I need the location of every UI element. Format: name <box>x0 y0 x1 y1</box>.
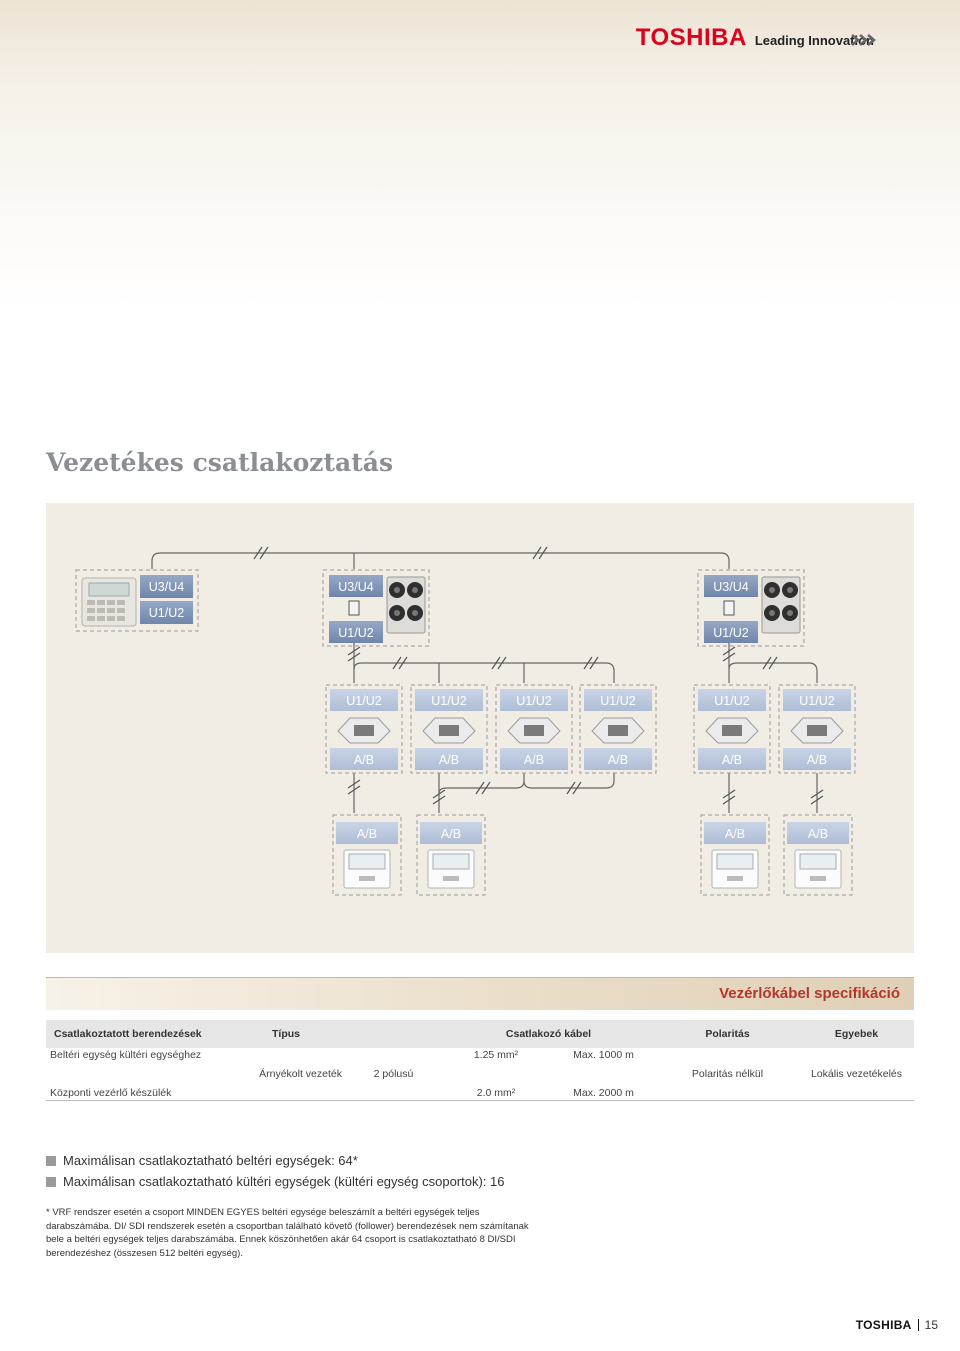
col-header-devices: Csatlakoztatott berendezések <box>46 1020 226 1048</box>
indoor-label-top: U1/U2 <box>431 694 466 708</box>
device-central-controller: Központi vezérlő készülék <box>50 1087 225 1099</box>
footer-logo: TOSHIBA <box>856 1318 912 1332</box>
remote-label: A/B <box>441 827 461 841</box>
bullet-text: Maximálisan csatlakoztatható beltéri egy… <box>63 1153 358 1168</box>
spec-table: Csatlakoztatott berendezések Típus Csatl… <box>46 1020 914 1101</box>
indoor-label-bottom: A/B <box>524 753 544 767</box>
col-header-other: Egyebek <box>799 1020 914 1048</box>
bullet-text: Maximálisan csatlakoztatható kültéri egy… <box>63 1174 505 1189</box>
max-length-1: Max. 1000 m <box>552 1049 655 1061</box>
brand-header: TOSHIBA Leading Innovation <box>636 24 874 52</box>
indoor-label-bottom: A/B <box>722 753 742 767</box>
remote-controller: A/B <box>784 815 852 895</box>
indoor-label-bottom: A/B <box>354 753 374 767</box>
remote-label: A/B <box>725 827 745 841</box>
controller-label-u1u2: U1/U2 <box>149 606 184 620</box>
outdoor-unit: U3/U4 U1/U2 <box>323 570 429 646</box>
bullet-item: Maximálisan csatlakoztatható kültéri egy… <box>46 1171 505 1192</box>
remote-controller: A/B <box>417 815 485 895</box>
bullet-square-icon <box>46 1156 56 1166</box>
remote-label: A/B <box>357 827 377 841</box>
outdoor-unit: U3/U4 U1/U2 <box>698 570 804 646</box>
spec-title: Vezérlőkábel specifikáció <box>719 985 900 1002</box>
indoor-label-top: U1/U2 <box>600 694 635 708</box>
footnote: * VRF rendszer esetén a csoport MINDEN E… <box>46 1206 536 1260</box>
spec-header-row: Csatlakoztatott berendezések Típus Csatl… <box>46 1020 914 1048</box>
chevron-arrows-icon <box>850 33 876 47</box>
toshiba-logo: TOSHIBA <box>636 24 747 52</box>
cross-section-2: 2.0 mm² <box>442 1087 550 1099</box>
indoor-unit: U1/U2 A/B <box>694 685 770 773</box>
page-number: 15 <box>925 1318 938 1332</box>
col-header-polarity: Polaritás <box>656 1020 799 1048</box>
device-outdoor-indoor: Beltéri egység kültéri egységhez <box>50 1049 225 1061</box>
header-band <box>0 0 960 360</box>
outdoor-label-bottom: U1/U2 <box>713 626 748 640</box>
controller-label-u3u4: U3/U4 <box>149 580 184 594</box>
central-controller: U3/U4 U1/U2 <box>76 570 198 631</box>
indoor-unit: U1/U2 A/B <box>411 685 487 773</box>
page-footer: TOSHIBA 15 <box>856 1318 938 1332</box>
bullet-square-icon <box>46 1177 56 1187</box>
indoor-unit: U1/U2 A/B <box>496 685 572 773</box>
outdoor-label-top: U3/U4 <box>713 580 748 594</box>
spec-header: Vezérlőkábel specifikáció <box>46 977 914 1010</box>
indoor-label-top: U1/U2 <box>799 694 834 708</box>
spec-body-row: Beltéri egység kültéri egységhez Központ… <box>46 1048 914 1101</box>
indoor-label-top: U1/U2 <box>714 694 749 708</box>
indoor-label-bottom: A/B <box>439 753 459 767</box>
indoor-unit: U1/U2 A/B <box>326 685 402 773</box>
cable-poles: 2 pólusú <box>346 1048 441 1101</box>
wiring-diagram: U3/U4 U1/U2 U3/U4 U1/U2 U3/U4 U1/U2 <box>46 503 914 953</box>
indoor-label-top: U1/U2 <box>516 694 551 708</box>
cable-type: Árnyékolt vezeték <box>226 1048 346 1101</box>
bullet-item: Maximálisan csatlakoztatható beltéri egy… <box>46 1150 505 1171</box>
indoor-unit: U1/U2 A/B <box>580 685 656 773</box>
footer-separator <box>918 1319 919 1331</box>
bullet-list: Maximálisan csatlakoztatható beltéri egy… <box>46 1150 505 1192</box>
outdoor-label-top: U3/U4 <box>338 580 373 594</box>
remote-controller: A/B <box>701 815 769 895</box>
outdoor-label-bottom: U1/U2 <box>338 626 373 640</box>
remote-controller: A/B <box>333 815 401 895</box>
indoor-unit: U1/U2 A/B <box>779 685 855 773</box>
indoor-label-bottom: A/B <box>807 753 827 767</box>
cross-section-1: 1.25 mm² <box>442 1049 550 1061</box>
col-header-cable: Csatlakozó kábel <box>441 1020 656 1048</box>
page-title: Vezetékes csatlakoztatás <box>46 448 393 477</box>
col-header-type: Típus <box>226 1020 346 1048</box>
remote-label: A/B <box>808 827 828 841</box>
polarity-value: Polaritás nélkül <box>656 1048 799 1101</box>
wiring-diagram-svg: U3/U4 U1/U2 U3/U4 U1/U2 U3/U4 U1/U2 <box>46 503 914 953</box>
max-length-2: Max. 2000 m <box>552 1087 655 1099</box>
indoor-label-bottom: A/B <box>608 753 628 767</box>
other-value: Lokális vezetékelés <box>799 1048 914 1101</box>
indoor-label-top: U1/U2 <box>346 694 381 708</box>
